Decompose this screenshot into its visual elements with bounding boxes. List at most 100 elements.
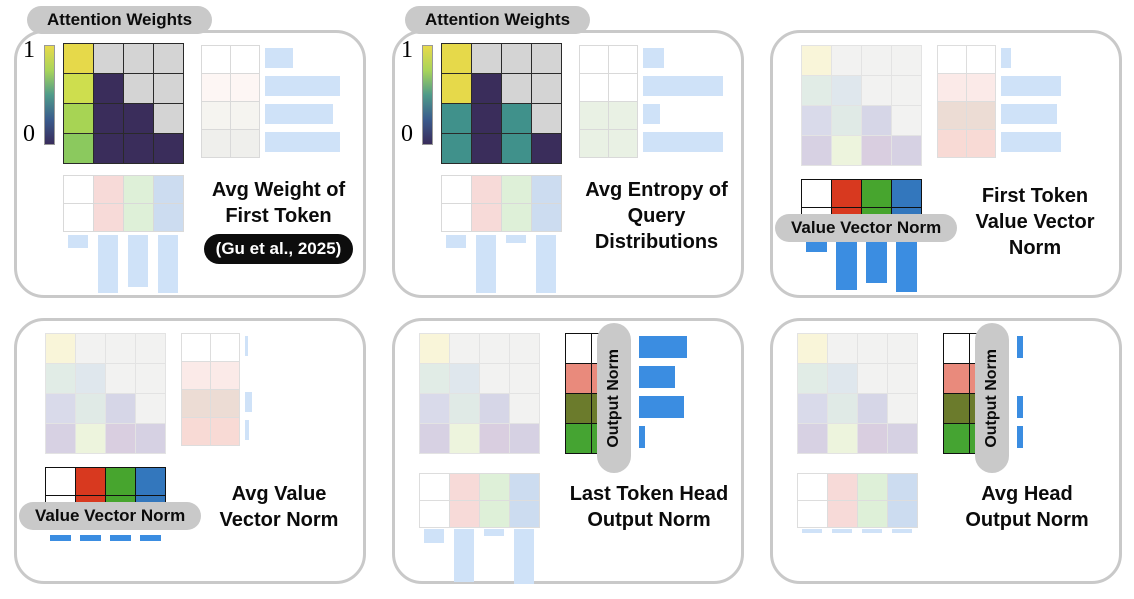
grid-cell	[231, 130, 259, 157]
grid-cell	[420, 424, 449, 453]
value-norm-bar	[895, 235, 917, 292]
head-bar	[265, 48, 293, 68]
grid-cell	[858, 501, 887, 527]
grid-cell	[94, 74, 123, 103]
grid-cell	[202, 46, 230, 73]
citation-badge: (Gu et al., 2025)	[203, 234, 354, 264]
grid-cell	[502, 176, 531, 203]
grid-cell	[938, 102, 966, 129]
grid-cell	[828, 474, 857, 500]
grid-cell	[532, 204, 561, 231]
grid-cell	[828, 334, 857, 363]
avg-attention-heatmap	[45, 333, 166, 454]
grid-cell	[202, 102, 230, 129]
grid-cell	[136, 468, 165, 495]
grid-cell	[510, 424, 539, 453]
grid-cell	[136, 334, 165, 363]
token-grid	[797, 473, 918, 528]
grid-cell	[46, 468, 75, 495]
token-bar	[424, 529, 444, 543]
grid-cell	[182, 418, 210, 445]
grid-cell	[798, 424, 827, 453]
grid-cell	[510, 364, 539, 393]
grid-cell	[888, 394, 917, 423]
attention-weights-tag: Attention Weights	[27, 6, 213, 34]
avg-attention-heatmap	[419, 333, 540, 454]
colorbar	[422, 45, 433, 145]
grid-cell	[480, 501, 509, 527]
attention-heatmap	[63, 43, 184, 164]
grid-cell	[472, 176, 501, 203]
value-norm-bar	[865, 235, 887, 283]
head-grid	[579, 45, 638, 158]
grid-cell	[832, 46, 861, 75]
value-vector-norm-pill: Value Vector Norm	[775, 214, 958, 242]
head-bar	[1001, 132, 1061, 152]
grid-cell	[609, 102, 637, 129]
grid-cell	[94, 134, 123, 163]
grid-cell	[802, 76, 831, 105]
token-bar	[832, 529, 852, 533]
token-bar	[158, 235, 178, 293]
grid-cell	[450, 501, 479, 527]
colorbar-min-label: 0	[401, 121, 413, 147]
head-grid	[181, 333, 240, 446]
grid-cell	[211, 418, 239, 445]
token-bar	[514, 529, 534, 584]
avg-attention-heatmap	[801, 45, 922, 166]
grid-cell	[510, 474, 539, 500]
token-bar	[476, 235, 496, 293]
grid-cell	[566, 424, 591, 453]
token-bar	[454, 529, 474, 582]
grid-cell	[420, 334, 449, 363]
grid-cell	[94, 176, 123, 203]
caption-line: Value Vector	[975, 211, 1095, 233]
grid-cell	[106, 424, 135, 453]
grid-cell	[580, 74, 608, 101]
grid-cell	[76, 364, 105, 393]
grid-cell	[832, 180, 861, 207]
grid-cell	[202, 74, 230, 101]
output-norm-pill-label: Output Norm	[983, 348, 1000, 448]
grid-cell	[136, 364, 165, 393]
grid-cell	[510, 334, 539, 363]
grid-cell	[46, 364, 75, 393]
grid-cell	[944, 424, 969, 453]
grid-cell	[580, 130, 608, 157]
grid-cell	[580, 46, 608, 73]
caption-line: Avg Value	[231, 483, 327, 505]
grid-cell	[64, 74, 93, 103]
grid-cell	[502, 74, 531, 103]
attention-weights-tag: Attention Weights	[405, 6, 591, 34]
output-norm-bar	[639, 366, 675, 388]
value-vector-norm-pill: Value Vector Norm	[19, 502, 202, 530]
grid-cell	[967, 74, 995, 101]
caption-line: First Token	[225, 205, 332, 227]
grid-cell	[202, 130, 230, 157]
grid-cell	[858, 364, 887, 393]
head-bar	[643, 76, 723, 96]
grid-cell	[211, 362, 239, 389]
token-bar	[862, 529, 882, 533]
grid-cell	[154, 134, 183, 163]
grid-cell	[420, 394, 449, 423]
head-grid	[937, 45, 996, 158]
grid-cell	[420, 364, 449, 393]
grid-cell	[64, 204, 93, 231]
grid-cell	[609, 46, 637, 73]
grid-cell	[64, 104, 93, 133]
value-norm-bar	[835, 235, 857, 290]
grid-cell	[892, 180, 921, 207]
grid-cell	[944, 394, 969, 423]
value-norm-bar	[139, 535, 161, 541]
grid-cell	[532, 44, 561, 73]
grid-cell	[106, 334, 135, 363]
grid-cell	[124, 134, 153, 163]
grid-cell	[566, 364, 591, 393]
output-norm-bar	[639, 426, 645, 448]
output-norm-bar	[1017, 426, 1023, 448]
